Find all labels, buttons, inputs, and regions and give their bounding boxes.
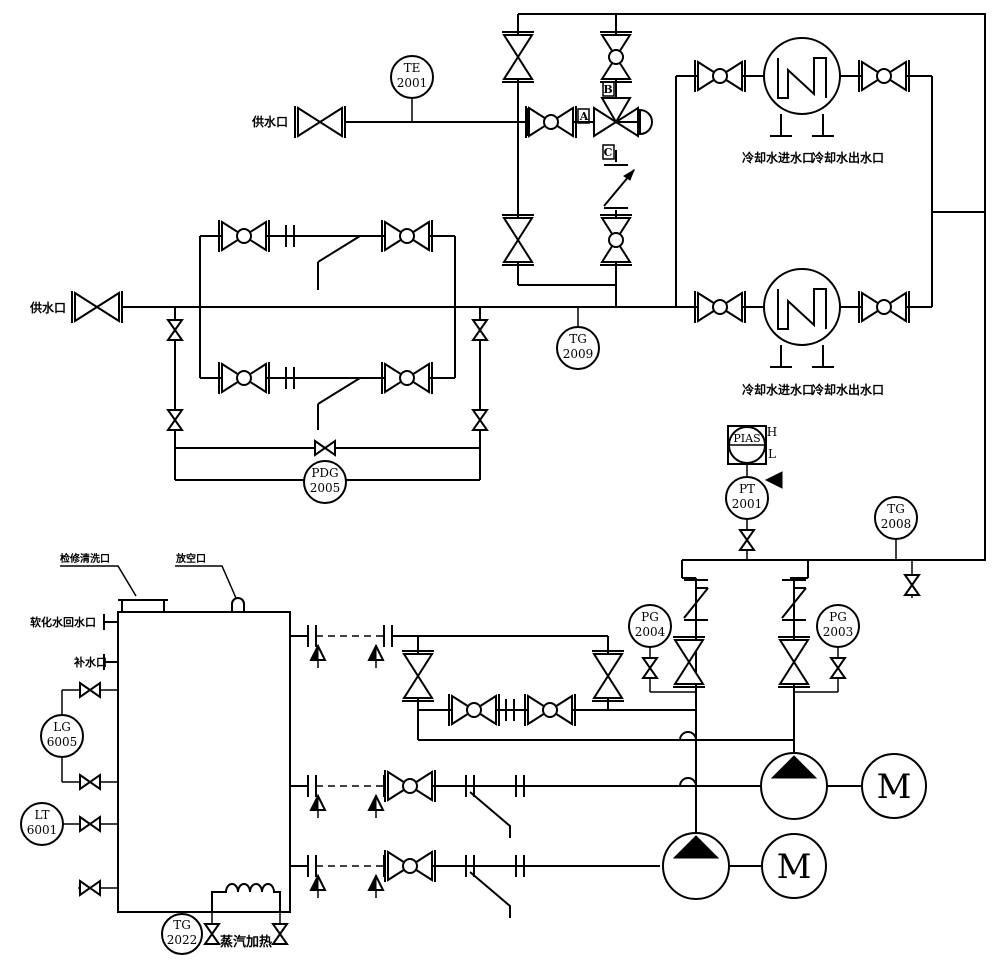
steam-heating-label: 蒸汽加热 bbox=[220, 934, 272, 950]
tg2022-number: 2022 bbox=[167, 933, 198, 947]
supply-port-left-label: 供水口 bbox=[29, 300, 66, 315]
pias-high: H bbox=[767, 425, 777, 439]
instrument-lt6001 bbox=[20, 802, 64, 846]
cooling-in-2-label: 冷却水进水口 bbox=[742, 382, 814, 397]
softened-return-label: 软化水回水口 bbox=[30, 615, 96, 629]
motor-2-label: M bbox=[777, 847, 812, 887]
pg2004-code: PG bbox=[641, 610, 659, 624]
cooling-out-2-label: 冷却水出水口 bbox=[812, 382, 884, 397]
valve-port-c: C bbox=[604, 146, 613, 159]
pg2003-code: PG bbox=[829, 610, 847, 624]
pdg2005-code: PDG bbox=[311, 466, 338, 480]
pias-low: L bbox=[768, 447, 776, 461]
te2001-number: 2001 bbox=[397, 76, 428, 90]
vent-port-label: 放空口 bbox=[175, 552, 206, 565]
lt6001-number: 6001 bbox=[27, 823, 58, 837]
motor-2 bbox=[761, 833, 827, 899]
pdg2005-number: 2005 bbox=[310, 481, 341, 495]
cooling-in-1-label: 冷却水进水口 bbox=[742, 150, 814, 165]
lg6005-number: 6005 bbox=[47, 735, 78, 749]
instrument-tg2009 bbox=[556, 326, 600, 370]
instrument-tg2022 bbox=[161, 913, 203, 955]
makeup-port-label: 补水口 bbox=[73, 655, 107, 669]
cooling-out-1-label: 冷却水出水口 bbox=[812, 150, 884, 165]
heat-exchanger-1 bbox=[763, 37, 841, 115]
valve-port-a: A bbox=[579, 110, 589, 123]
supply-port-top-label: 供水口 bbox=[251, 114, 288, 129]
water-tank bbox=[117, 611, 291, 913]
pg2004-number: 2004 bbox=[635, 625, 666, 639]
instrument-pdg2005 bbox=[303, 460, 347, 504]
pias-code: PIAS bbox=[733, 432, 760, 445]
lg6005-code: LG bbox=[53, 720, 71, 734]
pt2001-code: PT bbox=[739, 482, 755, 496]
maintenance-port-label: 检修清洗口 bbox=[60, 552, 110, 565]
motor-1 bbox=[861, 753, 927, 819]
lt6001-code: LT bbox=[35, 808, 50, 822]
instrument-te2001 bbox=[390, 55, 434, 99]
tg2009-code: TG bbox=[569, 332, 587, 346]
tg2008-number: 2008 bbox=[881, 517, 912, 531]
motor-1-label: M bbox=[877, 767, 912, 807]
tg2008-code: TG bbox=[887, 502, 905, 516]
pg2003-number: 2003 bbox=[823, 625, 854, 639]
tg2009-number: 2009 bbox=[563, 347, 594, 361]
te2001-code: TE bbox=[404, 61, 421, 75]
valve-port-b: B bbox=[603, 83, 612, 96]
instrument-lg6005 bbox=[40, 714, 84, 758]
heat-exchanger-2 bbox=[763, 268, 841, 346]
pt2001-number: 2001 bbox=[732, 497, 763, 511]
tg2022-code: TG bbox=[173, 918, 191, 932]
